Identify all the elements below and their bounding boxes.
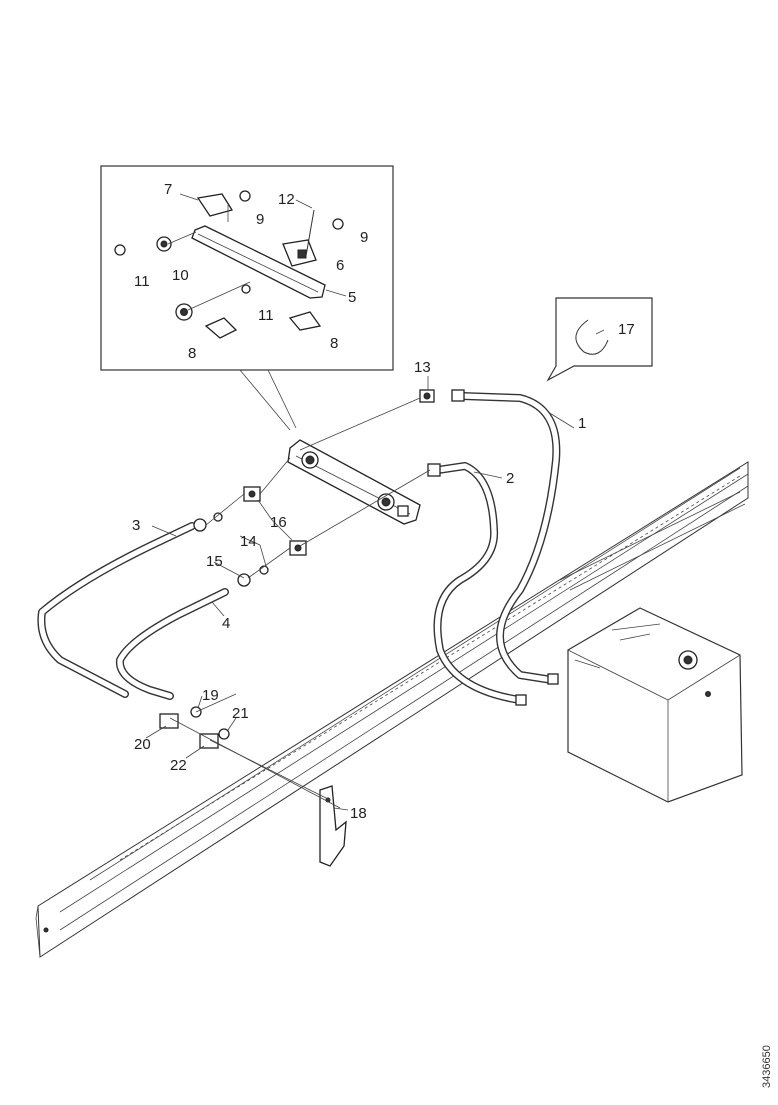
washer-14-upper <box>213 512 223 522</box>
hose-1 <box>451 389 561 685</box>
hose-clip-17-icon <box>575 319 609 355</box>
callout-7: 7 <box>164 181 172 198</box>
callout-12: 12 <box>278 191 295 208</box>
callout-13: 13 <box>414 359 431 376</box>
hose-2 <box>427 462 527 706</box>
hose-3 <box>37 522 196 698</box>
callout-19: 19 <box>202 687 219 704</box>
reference-code: 3436650 <box>761 1045 773 1088</box>
callout-17: 17 <box>618 321 635 338</box>
fitting-22 <box>199 733 219 749</box>
callout-10: 10 <box>172 267 189 284</box>
chassis-frame-rail <box>35 461 749 958</box>
clamp-8-left <box>204 317 238 339</box>
bracket-18 <box>319 785 347 867</box>
assembly-lines <box>169 397 431 809</box>
callout-6-upper: 6 <box>336 257 344 274</box>
callout-20: 20 <box>134 736 151 753</box>
fitting-20 <box>159 713 179 729</box>
callout-3: 3 <box>132 517 140 534</box>
callout-11-right: 11 <box>258 307 274 324</box>
callout-5: 5 <box>348 289 356 306</box>
valve-mounting-bracket <box>287 439 421 525</box>
detail-inset <box>100 165 394 431</box>
washer-14-lower <box>259 565 269 575</box>
callout-1: 1 <box>578 415 586 432</box>
callout-11-left: 11 <box>134 273 150 290</box>
washer-21 <box>218 728 230 740</box>
hose-1-end-fitting <box>451 389 465 402</box>
callout-14: 14 <box>240 533 257 550</box>
hose-4 <box>115 588 229 700</box>
callout-21: 21 <box>232 705 249 722</box>
callout-labels: 1 2 3 4 5 6 6 7 8 8 9 9 10 11 11 12 13 1… <box>132 181 635 822</box>
callout-2: 2 <box>506 470 514 487</box>
fitting-15 <box>237 573 251 587</box>
fitting-3-end <box>193 518 207 532</box>
callout-18: 18 <box>350 805 367 822</box>
clamp-8-right <box>288 311 322 331</box>
callout-9-right: 9 <box>360 229 368 246</box>
callout-8-right: 8 <box>330 335 338 352</box>
callout-15: 15 <box>206 553 223 570</box>
callout-9-left: 9 <box>256 211 264 228</box>
callout-4: 4 <box>222 615 230 632</box>
callout-22: 22 <box>170 757 187 774</box>
hose-2-end-fitting <box>427 463 441 477</box>
detail-inset-17 <box>546 297 653 382</box>
callout-16: 16 <box>270 514 287 531</box>
callout-8-left: 8 <box>188 345 196 362</box>
fittings <box>159 389 435 749</box>
fuel-tank <box>567 607 743 803</box>
callout-leaders <box>145 193 605 811</box>
